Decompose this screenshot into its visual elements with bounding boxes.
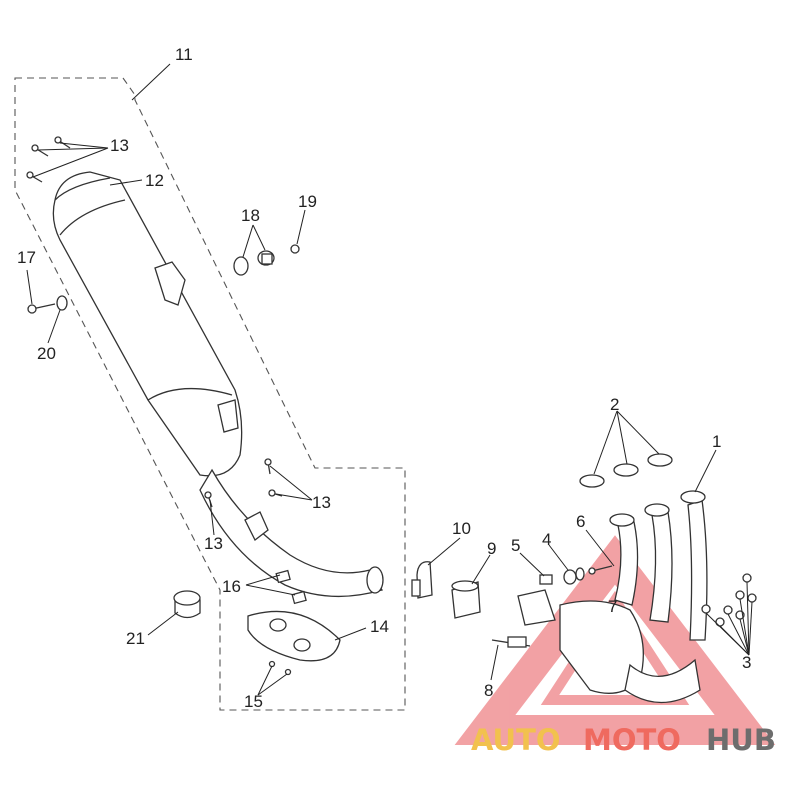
callout-9: 9 (487, 539, 496, 558)
silencer-assembly-outline (14, 77, 406, 711)
watermark-auto: AUTO (471, 723, 561, 757)
callout-17: 17 (17, 248, 36, 267)
callout-8: 8 (484, 681, 493, 700)
callout-13-mid: 13 (312, 493, 331, 512)
callout-7: 7 (608, 597, 617, 616)
callout-6: 6 (576, 512, 585, 531)
grommet-18 (233, 250, 275, 276)
bolt-13-group-mid (264, 458, 283, 497)
watermark-hub: HUB (706, 723, 776, 757)
callout-2: 2 (610, 395, 619, 414)
callout-10: 10 (452, 519, 471, 538)
callout-13-top: 13 (110, 136, 129, 155)
spacer-5 (539, 574, 553, 585)
heat-shield-14 (247, 610, 341, 662)
washer-20 (56, 295, 68, 311)
nut-3 (701, 573, 757, 627)
watermark-text: AUTO MOTO HUB (471, 723, 776, 757)
gasket-2 (579, 453, 673, 488)
callout-3: 3 (742, 653, 751, 672)
rubber-mount-21 (173, 590, 201, 619)
callout-13-low: 13 (204, 534, 223, 553)
callout-5: 5 (511, 536, 520, 555)
callout-15: 15 (244, 692, 263, 711)
callout-21: 21 (126, 629, 145, 648)
callout-14: 14 (370, 617, 389, 636)
nut-19 (290, 244, 300, 254)
callout-12: 12 (145, 171, 164, 190)
bolt-6 (588, 565, 613, 575)
callout-20: 20 (37, 344, 56, 363)
sensor-8 (491, 636, 531, 648)
leader-lines (26, 63, 753, 696)
callout-16: 16 (222, 577, 241, 596)
callout-11: 11 (175, 45, 193, 64)
header-pipe-1 (517, 490, 708, 704)
screw-15 (268, 660, 292, 676)
rubber-4 (563, 567, 585, 585)
callout-4: 4 (542, 530, 551, 549)
callout-19: 19 (298, 192, 317, 211)
callout-18: 18 (241, 206, 260, 225)
silencer-muffler (52, 171, 384, 598)
bolt-17 (27, 303, 56, 314)
sleeve-9 (451, 580, 481, 619)
clip-16 (275, 569, 307, 605)
callout-1: 1 (712, 432, 721, 451)
bolt-13-group-top (26, 136, 71, 183)
clamp-10 (411, 561, 433, 599)
watermark-moto: MOTO (583, 723, 681, 757)
